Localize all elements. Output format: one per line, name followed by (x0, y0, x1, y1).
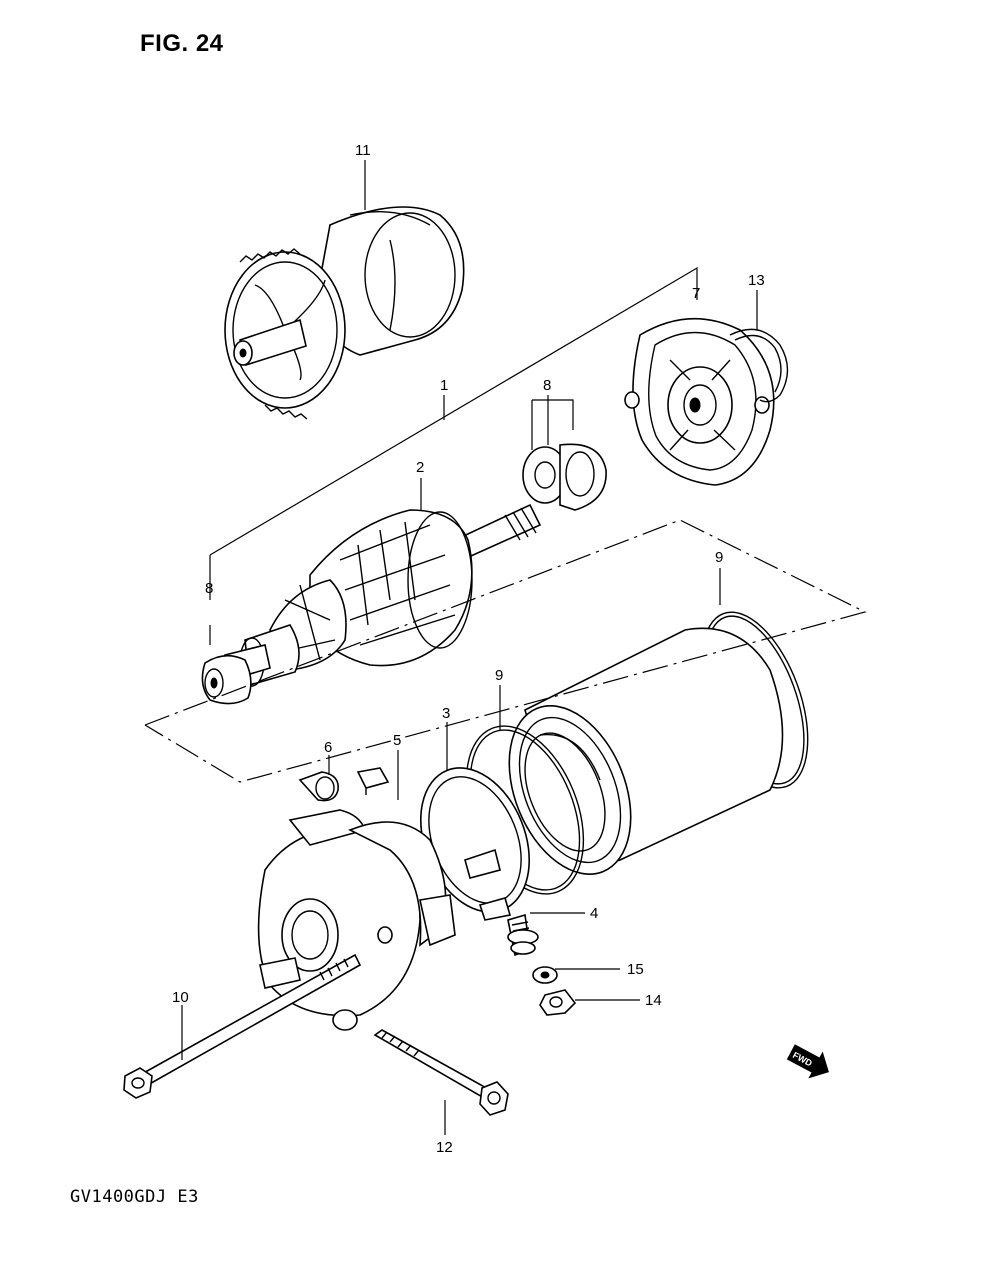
callout-6: 6 (324, 739, 332, 756)
through-bolt-10-part (123, 953, 362, 1099)
bolt-12-part (373, 1029, 509, 1116)
callout-15: 15 (627, 961, 644, 978)
yoke-housing-part (508, 627, 784, 875)
starter-clutch-gear-part (224, 206, 465, 420)
assembly-bracket-outline (144, 266, 867, 783)
callout-labels: 11 13 7 1 8 2 9 8 9 3 5 6 4 15 14 10 12 (172, 142, 765, 1156)
rear-housing-part (257, 809, 456, 1031)
bearing-8-bottom-part (201, 654, 252, 705)
figure-title: FIG. 24 (140, 30, 224, 57)
callout-11: 11 (355, 142, 371, 159)
callout-2: 2 (416, 459, 424, 476)
callout-8-top: 8 (543, 377, 551, 394)
callout-13: 13 (748, 272, 765, 289)
end-cover-part (624, 317, 775, 486)
armature-part (224, 503, 542, 687)
callout-12: 12 (436, 1139, 453, 1156)
brush-5-part (356, 767, 390, 795)
callout-4: 4 (590, 905, 598, 922)
bearing-8-top-part (522, 443, 607, 511)
leader-lines (181, 160, 758, 1135)
fwd-arrow: FWD (786, 1044, 829, 1079)
callout-9-middle: 9 (495, 667, 503, 684)
callout-8-bottom: 8 (205, 580, 213, 597)
callout-5: 5 (393, 732, 401, 749)
terminal-bolt-part (507, 913, 539, 957)
callout-9-right: 9 (715, 549, 723, 566)
callout-7: 7 (692, 285, 700, 302)
washer-15-part (532, 966, 558, 984)
callout-3: 3 (442, 705, 450, 722)
nut-14-part (539, 989, 577, 1016)
callout-10: 10 (172, 989, 189, 1006)
model-code-label: GV1400GDJ E3 (70, 1187, 199, 1207)
brush-spring-6-part (298, 771, 339, 802)
callout-14: 14 (645, 992, 662, 1009)
brush-plate-part (419, 767, 531, 921)
callout-1: 1 (440, 377, 448, 394)
